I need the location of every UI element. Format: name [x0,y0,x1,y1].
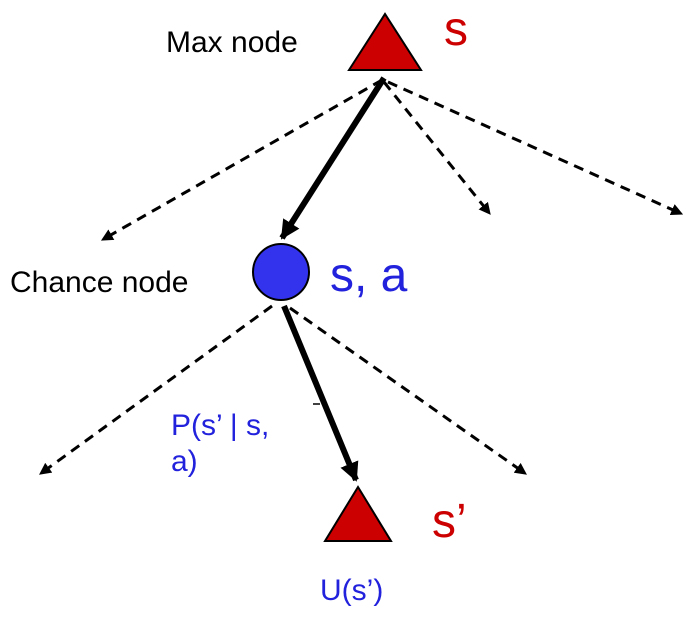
max-node-triangle-icon [347,12,423,71]
state-action-label: s, a [330,249,408,302]
dashed-edge-max-left [100,78,383,242]
solid-edge-max-to-chance [279,76,387,240]
chance-node-label: Chance node [10,266,189,299]
chance-node-circle-icon [252,243,310,301]
state-label: s [444,3,468,56]
dashed-edge-max-mid [382,81,492,215]
probability-line-2: a) [171,445,198,478]
probability-line-1: P(s’ | s, [171,409,270,442]
dashed-edge-max-right [387,80,684,216]
utility-label: U(s’) [320,574,384,607]
dashed-edge-chance-right [289,306,527,476]
next-state-label: s’ [432,495,467,548]
next-state-triangle-icon [323,485,393,542]
transition-probability-label: P(s’ | s, a) [171,408,269,480]
max-node-label: Max node [166,26,298,59]
dashed-edge-chance-left [39,304,273,476]
solid-edge-chance-to-next [281,304,359,482]
